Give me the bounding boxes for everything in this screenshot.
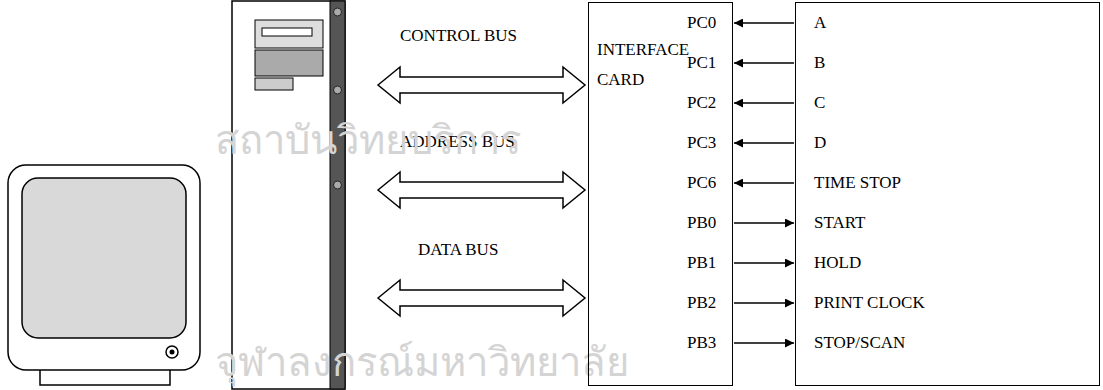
signal-arrow [734,182,794,184]
port-pin-name: PC3 [687,133,716,153]
port-pin-name: PB3 [687,333,716,353]
signal-name: START [814,213,865,233]
signal-arrow [734,262,794,264]
bus-label: CONTROL BUS [400,26,517,46]
monitor-case [8,165,200,370]
signal-name: PRINT CLOCK [814,293,925,313]
port-pin-name: PB0 [687,213,716,233]
tower-button [334,86,342,94]
bus-arrow [378,280,585,316]
computer-tower [232,1,345,389]
drive-bay [255,78,293,90]
watermark: สถาบันวิทยบริการ [215,108,521,172]
monitor-knob [166,346,178,358]
tower-side [330,1,345,389]
device-box: ABCD TIME STOP START HOLD PRINT CLOCK STOP/SC… [795,2,1100,386]
tower-button [334,181,342,189]
signal-name: A [814,13,826,33]
signal-name: B [814,53,825,73]
tower-button [334,8,342,16]
signal-name: TIME STOP [814,173,901,193]
signal-arrow [734,222,794,224]
card-title: INTERFACE CARD [597,35,693,95]
signal-name: HOLD [814,253,861,273]
drive-bay [255,50,323,76]
watermark: จุฬาลงกรณ์มหาวิทยาลัย [215,330,629,390]
signal-name: C [814,93,825,113]
port-pin-name: PB1 [687,253,716,273]
port-pin-name: PC6 [687,173,716,193]
bus-label: DATA BUS [418,240,498,260]
signal-name: STOP/SCAN [814,333,905,353]
monitor-screen [22,178,186,338]
tower-case [232,1,345,389]
signal-arrow [734,342,794,344]
signal-arrow [734,62,794,64]
port-pin-name: PC0 [687,13,716,33]
signal-arrow [734,22,794,24]
drive-slot [262,28,312,36]
signal-arrow [734,142,794,144]
signal-arrow [734,102,794,104]
signal-arrow [734,302,794,304]
monitor-knob-dot [170,350,175,355]
port-pin-name: PB2 [687,293,716,313]
bus-arrow [378,67,585,103]
port-pin-name: PC1 [687,53,716,73]
bus-arrow [378,172,585,208]
port-pin-name: PC2 [687,93,716,113]
interface-card-box: INTERFACE CARDPC0PC1PC2PC3PC6PB0PB1PB2PB… [588,2,733,386]
bus-arrows [378,67,585,316]
signal-name: D [814,133,826,153]
drive-bay [255,20,323,48]
monitor-illustration [8,165,200,385]
